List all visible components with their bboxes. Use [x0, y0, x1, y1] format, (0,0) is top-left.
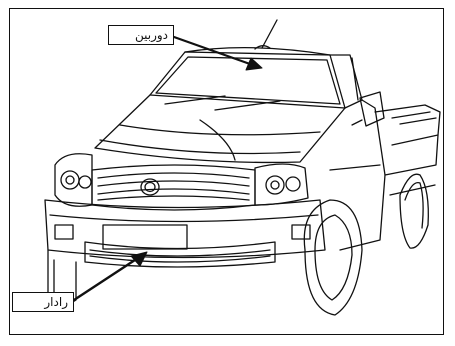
- headlight-left: [55, 154, 92, 207]
- wipers: [165, 96, 280, 110]
- camera-callout-label: دوربین: [108, 25, 174, 45]
- grille: [92, 165, 255, 210]
- wheel-rear: [400, 174, 428, 248]
- headlight-right: [255, 164, 308, 205]
- antenna: [255, 20, 277, 49]
- wheel-front-right: [304, 200, 362, 315]
- radar-callout-label: رادار: [12, 292, 74, 312]
- windshield: [150, 48, 345, 108]
- side-mirror: [352, 92, 384, 126]
